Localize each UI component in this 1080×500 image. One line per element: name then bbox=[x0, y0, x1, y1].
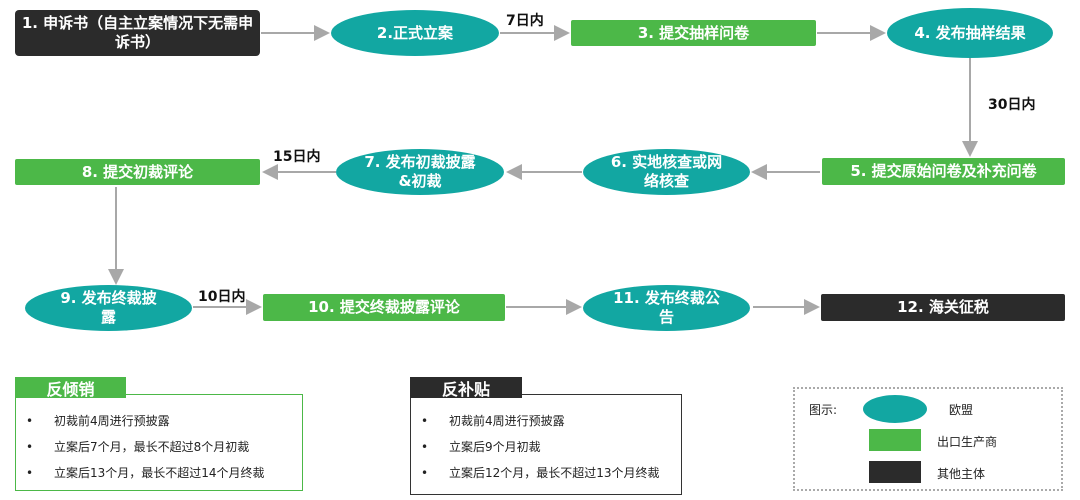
list-item: • 立案后13个月，最长不超过14个月终裁 bbox=[26, 460, 265, 486]
node-10-label: 10. 提交终裁披露评论 bbox=[308, 298, 460, 316]
list-item: • 立案后7个月，最长不超过8个月初裁 bbox=[26, 434, 265, 460]
node-10-final-comments: 10. 提交终裁披露评论 bbox=[263, 294, 505, 321]
item-text: 立案后9个月初裁 bbox=[449, 440, 541, 454]
node-6-label: 6. 实地核查或网络核查 bbox=[610, 153, 723, 190]
node-2-filing: 2.正式立案 bbox=[331, 10, 499, 56]
anti-dumping-list: • 初裁前4周进行预披露 • 立案后7个月，最长不超过8个月初裁 • 立案后13个月，… bbox=[26, 408, 265, 486]
list-item: • 立案后9个月初裁 bbox=[421, 434, 660, 460]
item-text: 立案后7个月，最长不超过8个月初裁 bbox=[54, 440, 250, 454]
node-5-original-questionnaire: 5. 提交原始问卷及补充问卷 bbox=[822, 158, 1065, 185]
legend-exporter-label: 出口生产商 bbox=[937, 435, 998, 449]
list-item: • 立案后12个月，最长不超过13个月终裁 bbox=[421, 460, 660, 486]
node-4-sampling-result: 4. 发布抽样结果 bbox=[887, 8, 1053, 58]
node-12-customs-duty: 12. 海关征税 bbox=[821, 294, 1065, 321]
node-8-provisional-comments: 8. 提交初裁评论 bbox=[15, 159, 260, 185]
edge-label-10-days: 10日内 bbox=[198, 289, 246, 305]
bullet-icon: • bbox=[421, 466, 429, 480]
list-item: • 初裁前4周进行预披露 bbox=[26, 408, 265, 434]
legend-other-swatch bbox=[869, 461, 921, 483]
bullet-icon: • bbox=[421, 414, 429, 428]
legend-exporter-swatch bbox=[869, 429, 921, 451]
anti-subsidy-box: • 初裁前4周进行预披露 • 立案后9个月初裁 • 立案后12个月，最长不超过13个月… bbox=[410, 394, 682, 495]
item-text: 初裁前4周进行预披露 bbox=[54, 414, 170, 428]
bullet-icon: • bbox=[26, 414, 34, 428]
legend: 图示: 欧盟 出口生产商 其他主体 bbox=[793, 387, 1063, 491]
bullet-icon: • bbox=[26, 440, 34, 454]
anti-subsidy-title: 反补贴 bbox=[410, 377, 522, 399]
node-12-label: 12. 海关征税 bbox=[897, 298, 989, 316]
anti-dumping-box: • 初裁前4周进行预披露 • 立案后7个月，最长不超过8个月初裁 • 立案后13个月，… bbox=[15, 394, 303, 491]
node-9-final-disclosure: 9. 发布终裁披露 bbox=[25, 285, 192, 331]
node-5-label: 5. 提交原始问卷及补充问卷 bbox=[850, 162, 1037, 180]
legend-title: 图示: bbox=[809, 403, 838, 417]
node-1-appeal: 1. 申诉书（自主立案情况下无需申诉书） bbox=[15, 10, 260, 56]
node-3-label: 3. 提交抽样问卷 bbox=[637, 23, 750, 42]
node-3-sampling-questionnaire: 3. 提交抽样问卷 bbox=[571, 20, 816, 46]
node-4-label: 4. 发布抽样结果 bbox=[914, 23, 1026, 42]
item-text: 初裁前4周进行预披露 bbox=[449, 414, 565, 428]
edge-label-15-days: 15日内 bbox=[273, 149, 321, 165]
node-7-provisional-disclosure: 7. 发布初裁披露&初裁 bbox=[336, 149, 504, 195]
node-9-label: 9. 发布终裁披露 bbox=[60, 289, 157, 326]
legend-eu-swatch bbox=[863, 395, 927, 423]
node-6-verification: 6. 实地核查或网络核查 bbox=[583, 149, 750, 195]
edge-label-30-days: 30日内 bbox=[988, 97, 1036, 113]
node-1-label: 1. 申诉书（自主立案情况下无需申诉书） bbox=[21, 14, 254, 51]
legend-other-label: 其他主体 bbox=[937, 467, 986, 481]
bullet-icon: • bbox=[421, 440, 429, 454]
anti-subsidy-list: • 初裁前4周进行预披露 • 立案后9个月初裁 • 立案后12个月，最长不超过13个月… bbox=[421, 408, 660, 486]
item-text: 立案后13个月，最长不超过14个月终裁 bbox=[54, 466, 265, 480]
node-2-label: 2.正式立案 bbox=[376, 23, 454, 42]
edge-label-7-days: 7日内 bbox=[506, 13, 544, 29]
node-11-label: 11. 发布终裁公告 bbox=[613, 289, 720, 326]
legend-eu-label: 欧盟 bbox=[949, 403, 974, 417]
node-8-label: 8. 提交初裁评论 bbox=[81, 162, 194, 181]
bullet-icon: • bbox=[26, 466, 34, 480]
list-item: • 初裁前4周进行预披露 bbox=[421, 408, 660, 434]
node-11-final-announcement: 11. 发布终裁公告 bbox=[583, 285, 750, 331]
node-7-label: 7. 发布初裁披露&初裁 bbox=[364, 153, 476, 190]
item-text: 立案后12个月，最长不超过13个月终裁 bbox=[449, 466, 660, 480]
anti-dumping-title: 反倾销 bbox=[15, 377, 126, 399]
